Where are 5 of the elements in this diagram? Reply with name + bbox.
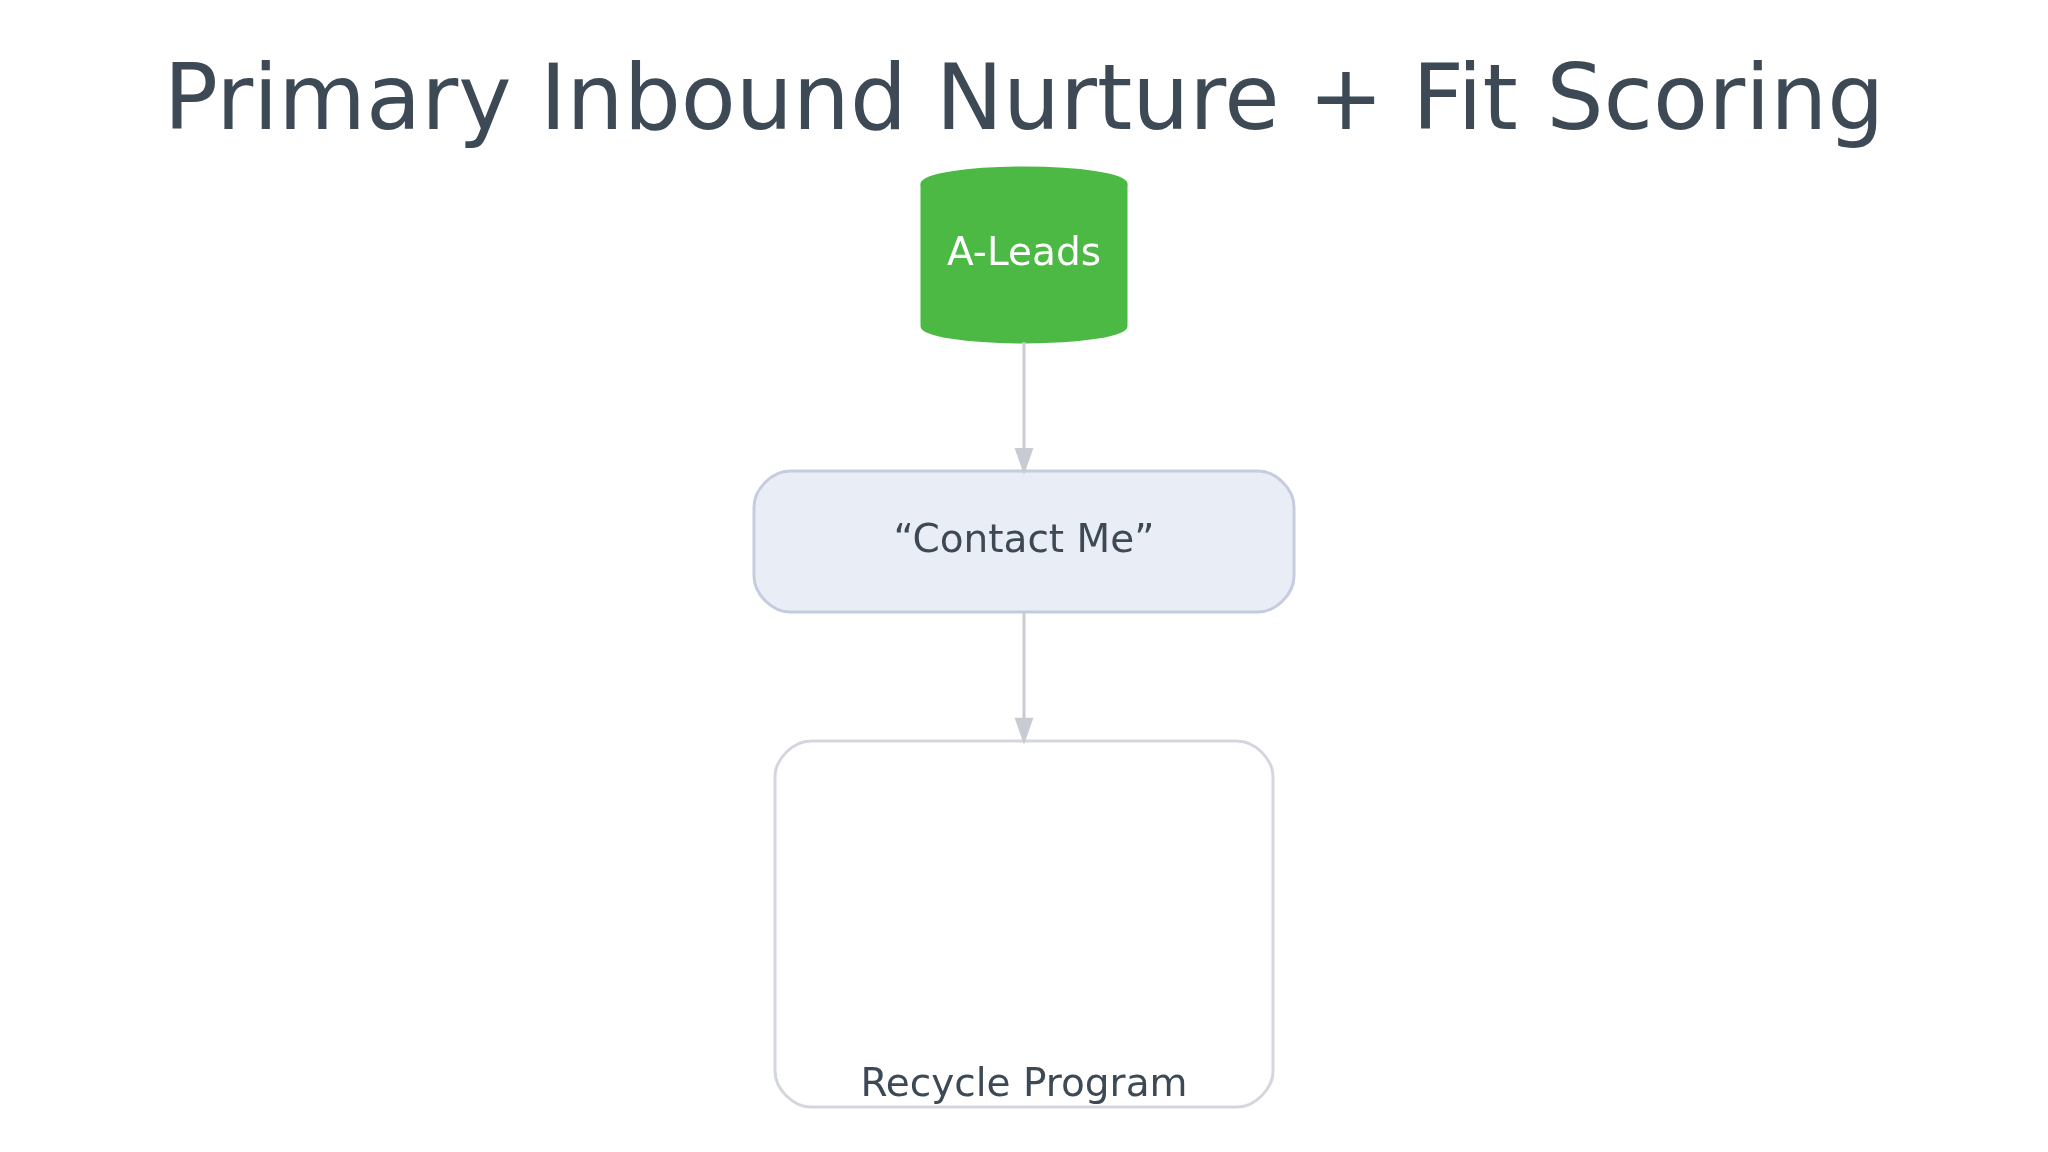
arrow [1014,612,1034,745]
arrow [1014,342,1034,475]
node-box: “Contact Me” [752,469,1296,614]
diagram-title: Primary Inbound Nurture + Fit Scoring [163,45,1885,150]
node-box: Recycle Program [773,739,1275,1109]
